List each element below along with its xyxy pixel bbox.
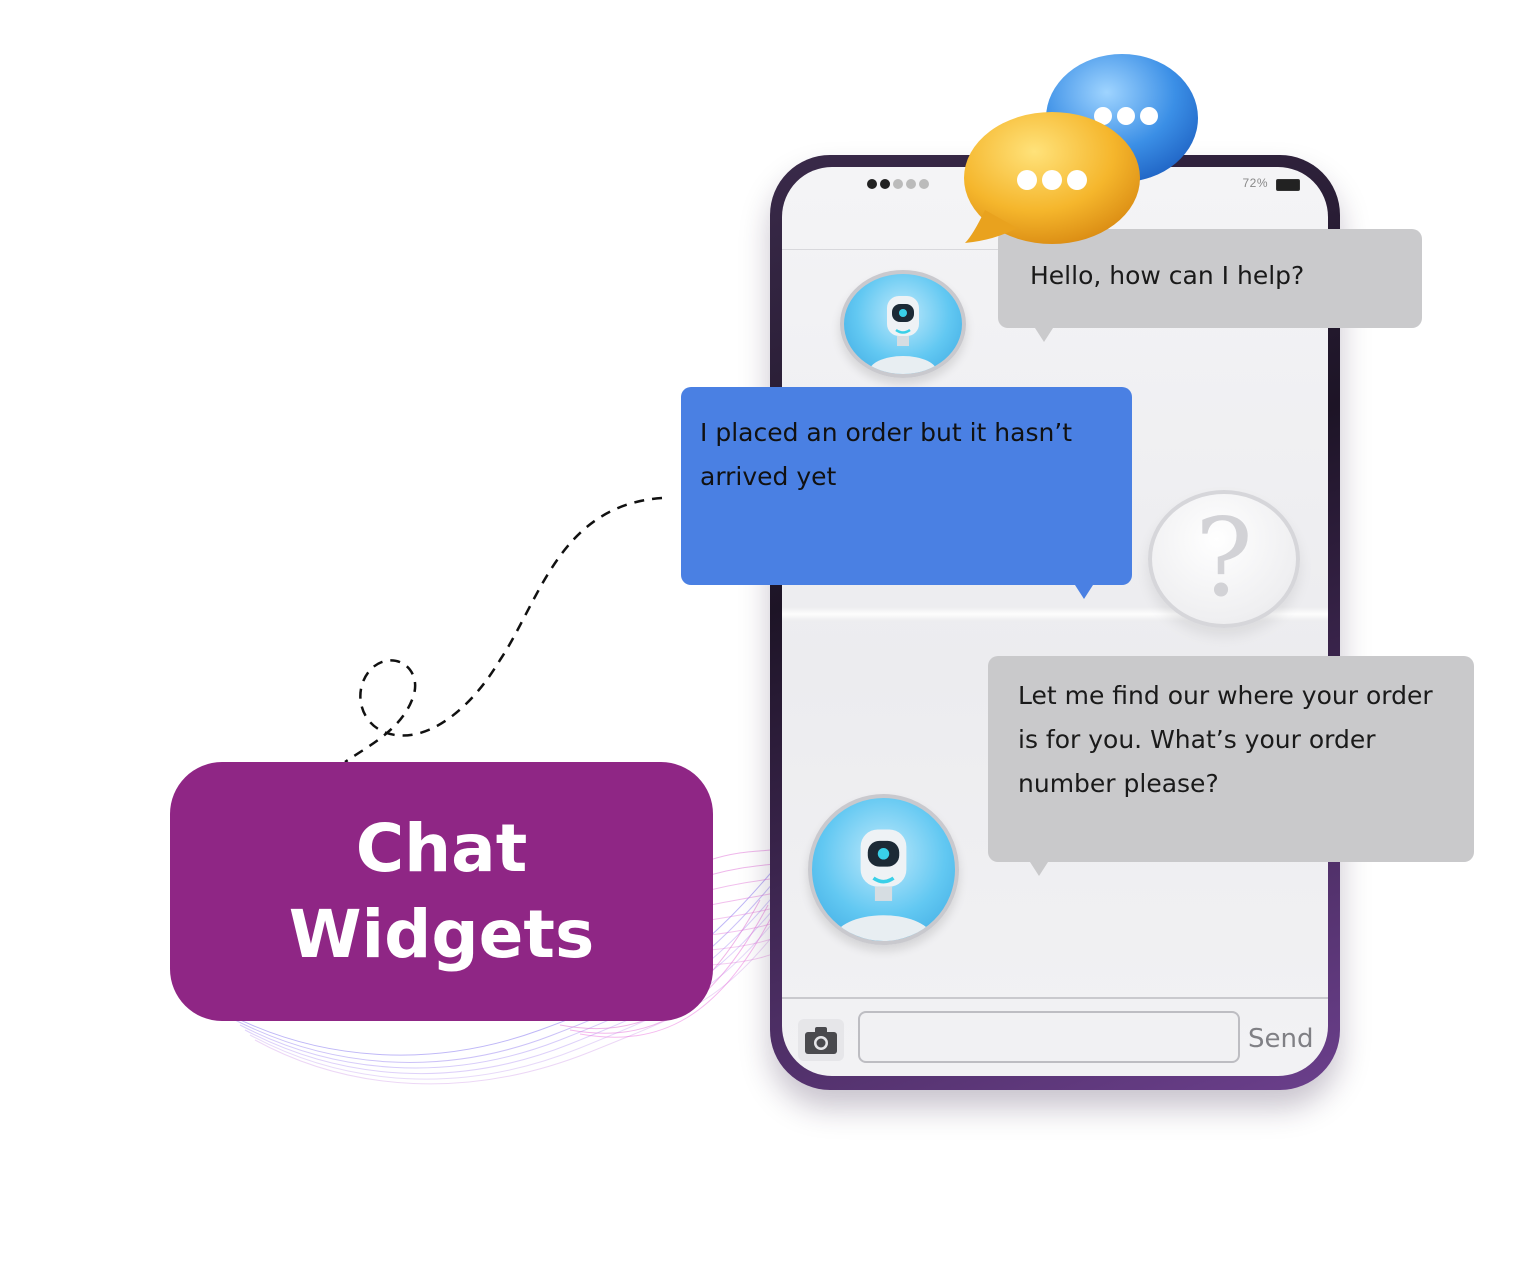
battery-percentage: 72% — [1242, 176, 1268, 190]
title-badge: Chat Widgets — [170, 762, 713, 1021]
chat-message-bot: Hello, how can I help? — [998, 229, 1422, 328]
bot-avatar — [808, 794, 959, 945]
speech-bubbles-illustration — [964, 54, 1198, 244]
robot-icon — [869, 296, 937, 374]
send-button[interactable]: Send — [1248, 1023, 1318, 1055]
status-bar: 72% — [782, 167, 1328, 205]
composer-divider — [782, 997, 1328, 999]
chat-message-bot: Let me find our where your order is for … — [988, 656, 1474, 862]
page-title: Chat Widgets — [288, 809, 595, 973]
dashed-path — [344, 496, 663, 764]
bubble-tail — [1030, 862, 1048, 876]
robot-icon — [834, 829, 933, 941]
message-input[interactable] — [858, 1011, 1240, 1063]
camera-button[interactable] — [798, 1019, 844, 1061]
camera-icon — [805, 1027, 837, 1054]
battery-icon — [1276, 179, 1300, 191]
chat-message-user: I placed an order but it hasn’t arrived … — [681, 387, 1132, 585]
bot-avatar — [840, 270, 966, 378]
bubble-tail — [1035, 328, 1053, 342]
signal-strength-icon — [867, 179, 929, 189]
question-mark-icon: ? — [1148, 490, 1300, 628]
speech-bubble-icon — [964, 112, 1140, 244]
bubble-tail — [1075, 585, 1093, 599]
